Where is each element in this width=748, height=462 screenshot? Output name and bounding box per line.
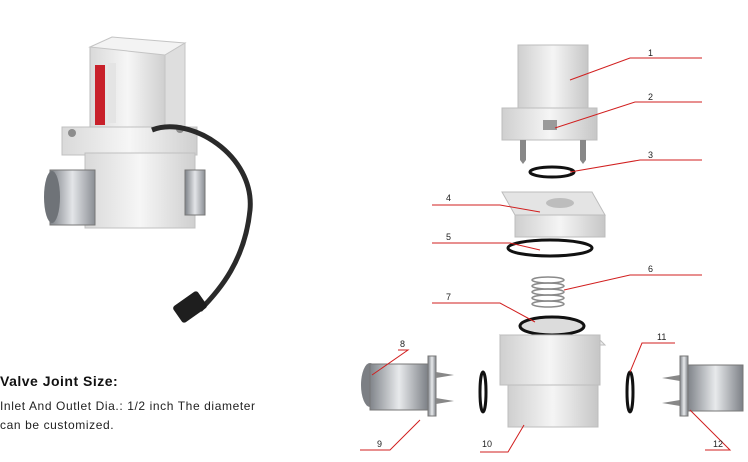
callout-9: 9 <box>377 439 382 449</box>
callout-11: 11 <box>657 332 666 342</box>
callout-6: 6 <box>648 264 653 274</box>
valve-joint-size-heading: Valve Joint Size: <box>0 373 119 389</box>
exploded-view-diagram: 1 2 3 4 5 6 7 8 9 10 11 12 <box>360 44 744 453</box>
callout-10: 10 <box>482 439 492 449</box>
assembled-valve-image <box>44 36 253 323</box>
part-spring <box>531 276 565 308</box>
callout-1: 1 <box>648 48 653 58</box>
callout-leaders <box>360 57 732 453</box>
callout-4: 4 <box>446 193 451 203</box>
callout-5: 5 <box>446 232 451 242</box>
description-line-1: Inlet And Outlet Dia.: 1/2 inch The diam… <box>0 399 256 413</box>
callout-8: 8 <box>400 339 405 349</box>
part-right-fitting <box>662 355 744 417</box>
description-line-2: can be customized. <box>0 418 115 432</box>
callout-12: 12 <box>713 439 723 449</box>
part-left-fitting <box>361 355 454 417</box>
callout-3: 3 <box>648 150 653 160</box>
part-plate <box>501 191 606 238</box>
part-body <box>498 334 607 428</box>
callout-7: 7 <box>446 292 451 302</box>
part-coil <box>501 44 598 164</box>
valve-joint-size-description: Inlet And Outlet Dia.: 1/2 inch The diam… <box>0 397 290 435</box>
callout-2: 2 <box>648 92 653 102</box>
